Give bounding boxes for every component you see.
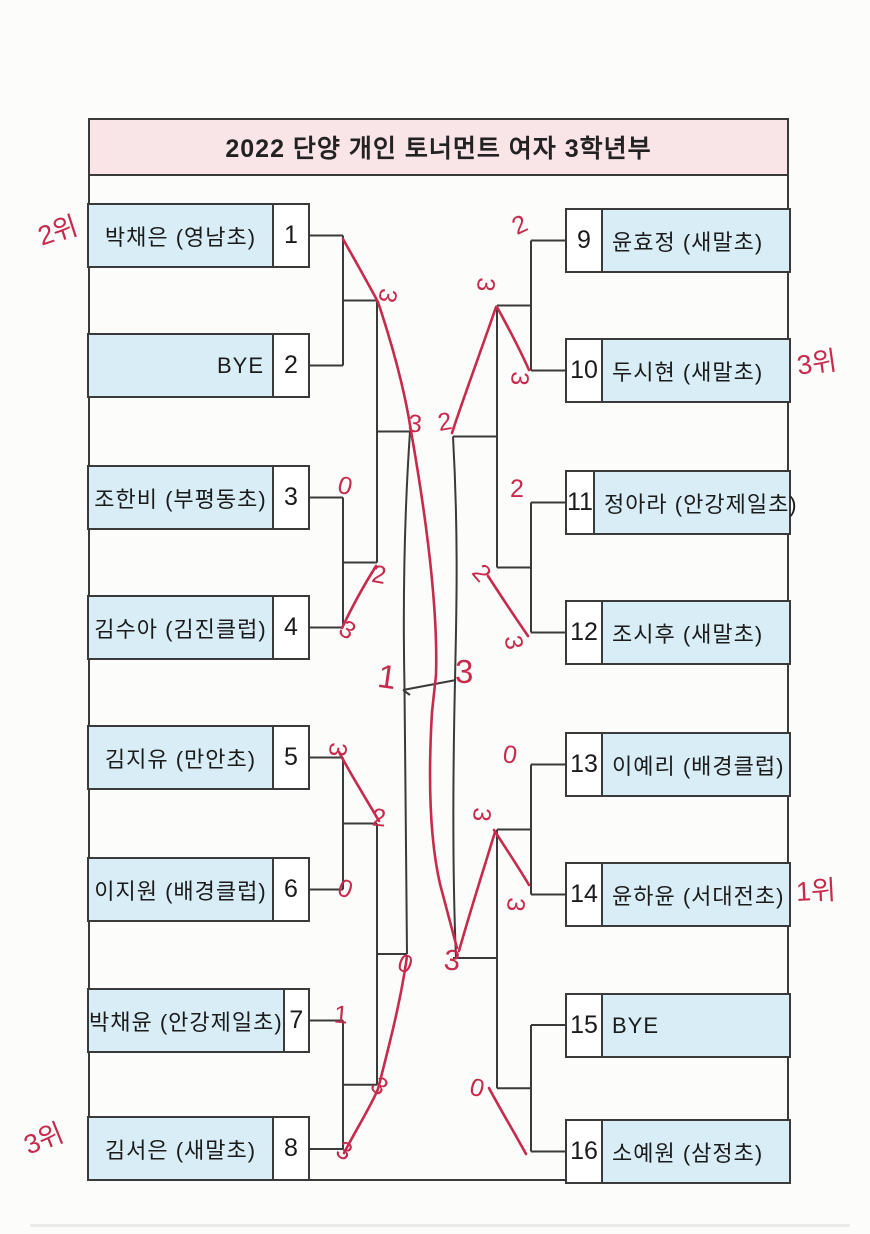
player-box-seed14: 14 윤하윤 (서대전초) <box>565 862 791 927</box>
player-name: BYE <box>216 352 264 378</box>
seed-number: 6 <box>272 859 308 920</box>
seed-number: 15 <box>567 995 603 1056</box>
handwritten-winner-traces <box>337 237 531 1156</box>
player-box-seed1: 박채은 (영남초) 1 <box>87 203 310 268</box>
left-semifinal-line <box>402 431 411 955</box>
right-quarterfinal-verticals <box>453 305 498 1089</box>
player-box-seed7: 박채윤 (안강제일초) 7 <box>87 988 310 1053</box>
seed-number: 5 <box>272 727 308 788</box>
trace-seed10-semifinal <box>450 305 498 435</box>
seed-number: 14 <box>567 864 603 925</box>
trace-seed14-up <box>492 828 531 887</box>
player-name: 박채은 (영남초) <box>104 224 257 250</box>
trace-seed8-semifinal <box>342 954 409 1155</box>
handwritten-score: 3 <box>500 896 531 913</box>
player-name: 이지원 (배경클럽) <box>94 878 267 904</box>
trace-seed14-semifinal <box>457 830 497 953</box>
trace-seed10-up <box>495 305 531 372</box>
trace-seed16-qf <box>487 1086 528 1156</box>
trace-finalists-center <box>341 237 459 950</box>
player-box-seed16: 16 소예원 (삼정초) <box>565 1119 791 1184</box>
seed-number: 10 <box>567 340 603 401</box>
seed-number: 2 <box>272 335 308 396</box>
left-quarterfinal-verticals <box>376 300 410 1085</box>
player-box-seed5: 김지유 (만안초) 5 <box>87 725 310 790</box>
player-box-seed13: 13 이예리 (배경클럽) <box>565 732 791 797</box>
left-round1-stubs <box>310 234 343 1150</box>
handwritten-score: 3 <box>466 806 497 823</box>
player-name: 조시후 (새말초) <box>612 621 764 647</box>
right-quarterfinal-stubs <box>497 304 531 1090</box>
seed-number: 4 <box>272 597 308 658</box>
player-box-seed3: 조한비 (부평동초) 3 <box>87 465 310 530</box>
handwritten-score: 2 <box>370 803 388 833</box>
right-round1-stubs <box>531 239 565 1153</box>
placement-label-winner: 1위 <box>795 874 837 908</box>
player-name: 소예원 (삼정초) <box>612 1140 764 1166</box>
seed-number: 9 <box>567 210 603 271</box>
handwritten-score: 3 <box>406 409 424 439</box>
player-name: 정아라 (안강제일초) <box>603 491 798 517</box>
player-name: 김서은 (새말초) <box>104 1137 257 1163</box>
player-box-seed11: 11 정아라 (안강제일초) <box>565 470 797 535</box>
player-box-seed9: 9 윤효정 (새말초) <box>565 208 791 273</box>
trace-seed12-qf <box>486 574 530 638</box>
handwritten-score: 1 <box>332 1000 350 1030</box>
trace-seed4-qf <box>340 564 378 630</box>
final-match-crossbar <box>402 679 457 696</box>
left-quarterfinal-stubs <box>343 299 377 1086</box>
seed-number: 7 <box>282 990 308 1051</box>
seed-number: 16 <box>567 1121 603 1182</box>
player-box-seed10: 10 두시현 (새말초) <box>565 338 791 403</box>
seed-number: 13 <box>567 734 603 795</box>
player-name: 조한비 (부평동초) <box>94 486 267 512</box>
player-box-seed2: BYE 2 <box>87 333 310 398</box>
player-box-seed6: 이지원 (배경클럽) 6 <box>87 857 310 922</box>
player-box-seed8: 김서은 (새말초) 8 <box>87 1116 310 1181</box>
player-box-seed15: 15 BYE <box>565 993 791 1058</box>
trace-seed5-qf <box>337 750 381 823</box>
player-box-seed12: 12 조시후 (새말초) <box>565 600 791 665</box>
player-name: 박채윤 (안강제일초) <box>89 1009 283 1035</box>
placement-label-third-right: 3위 <box>795 345 839 381</box>
handwritten-score: 2 <box>510 475 524 503</box>
handwritten-score: 3 <box>470 276 501 293</box>
handwritten-score: 3 <box>322 741 353 758</box>
seed-number: 3 <box>272 467 308 528</box>
handwritten-score-final-right: 3 <box>455 653 474 690</box>
player-name: 이예리 (배경클럽) <box>612 753 785 779</box>
seed-number: 1 <box>272 205 308 266</box>
player-name: 윤하윤 (서대전초) <box>612 883 785 909</box>
seed-number: 11 <box>567 472 595 533</box>
printed-bracket-lines <box>310 234 565 1153</box>
scan-artifact-streak <box>30 1224 850 1227</box>
seed-number: 8 <box>272 1118 308 1179</box>
seed-number: 12 <box>567 602 603 663</box>
player-name: 김수아 (김진클럽) <box>94 616 267 642</box>
player-name: 두시현 (새말초) <box>612 359 764 385</box>
player-name: BYE <box>612 1012 660 1038</box>
player-name: 김지유 (만안초) <box>104 746 257 772</box>
player-box-seed4: 김수아 (김진클럽) 4 <box>87 595 310 660</box>
handwritten-score: 3 <box>504 370 535 387</box>
handwritten-score: 3 <box>442 944 462 978</box>
player-name: 윤효정 (새말초) <box>612 229 764 255</box>
